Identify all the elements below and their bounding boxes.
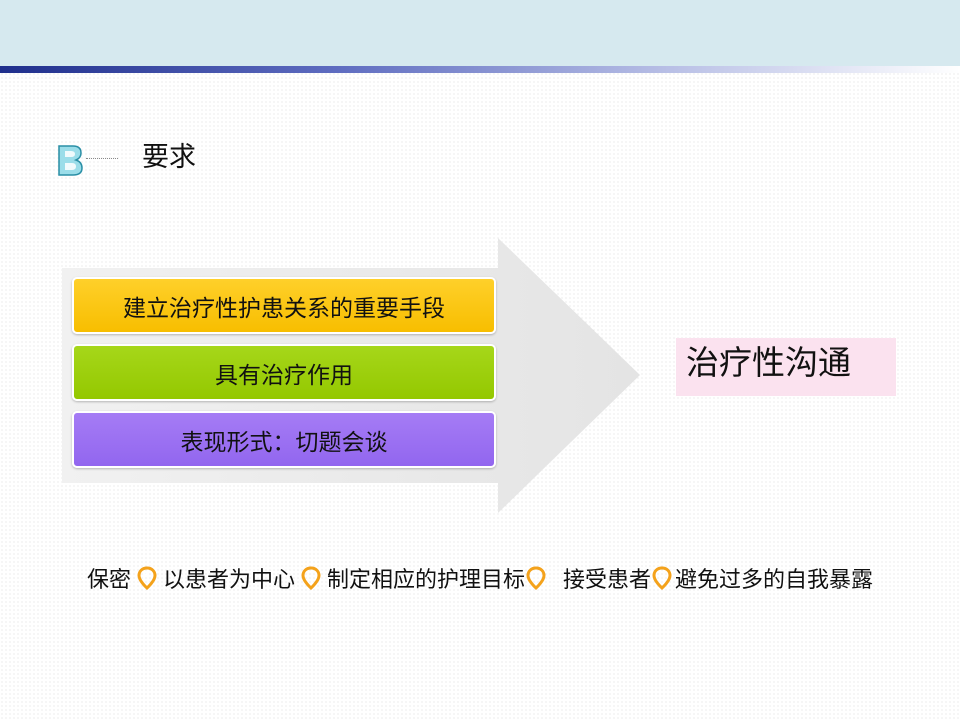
requirement-item: 以患者为中心	[162, 568, 295, 593]
location-pin-icon	[526, 566, 546, 590]
location-pin-icon	[301, 566, 321, 590]
header-gradient-stripe	[0, 66, 960, 73]
section-title-leader-line	[86, 158, 118, 159]
requirement-item: 避免过多的自我暴露	[675, 568, 874, 593]
requirement-item: 保密	[86, 568, 131, 593]
result-label: 治疗性沟通	[676, 338, 896, 396]
location-pin-icon	[137, 566, 157, 590]
process-box-relationship: 建立治疗性护患关系的重要手段	[72, 277, 496, 334]
section-marker-icon	[58, 145, 83, 176]
requirement-item: 制定相应的护理目标	[326, 568, 525, 593]
requirements-row: 保密 以患者为中心 制定相应的护理目标 接受患者 避免过多的自我暴露	[0, 558, 960, 598]
top-header-band	[0, 0, 960, 66]
location-pin-icon	[652, 566, 672, 590]
section-title: 要求	[142, 142, 196, 173]
process-box-therapeutic-effect: 具有治疗作用	[72, 344, 496, 401]
process-box-form: 表现形式：切题会谈	[72, 411, 496, 468]
requirement-item: 接受患者	[563, 568, 652, 593]
